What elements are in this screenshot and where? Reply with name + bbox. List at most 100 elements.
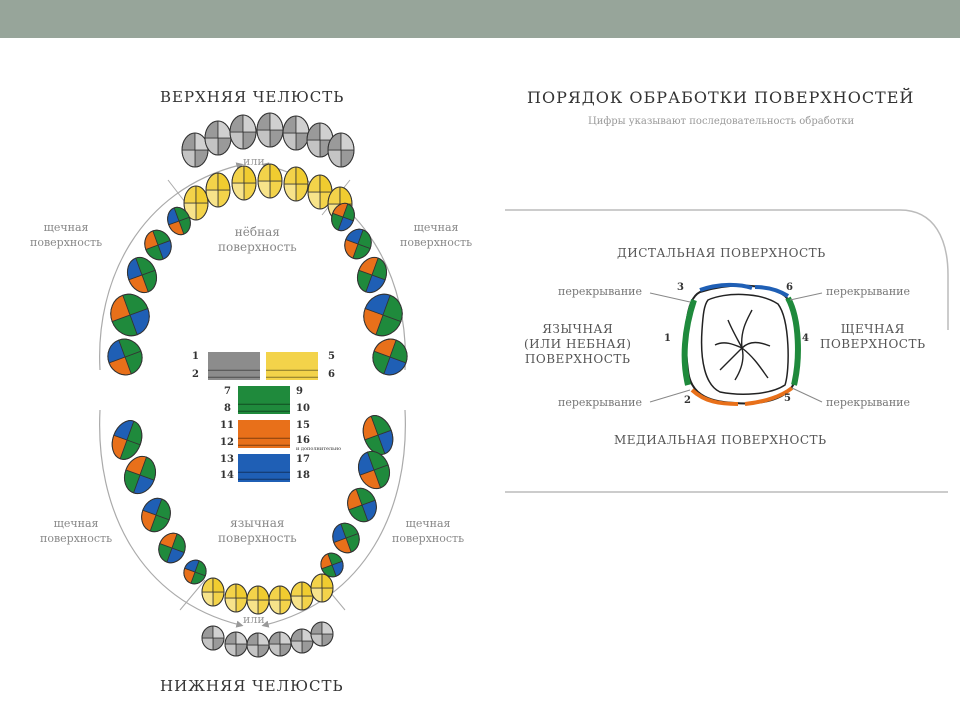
upper-right-buccal-label: щечная поверхность (400, 220, 472, 250)
lower-jaw-title: НИЖНЯЯ ЧЕЛЮСТЬ (160, 677, 344, 695)
tooth (344, 228, 372, 260)
tooth (183, 185, 209, 221)
tooth-outline (181, 132, 209, 168)
label-line: поверхность (400, 236, 473, 249)
lower-arch-outer-arrow (99, 409, 244, 628)
tooth-outline (205, 172, 231, 208)
tooth-outline (347, 487, 377, 523)
label-line: язычная (230, 516, 285, 530)
tooth (320, 552, 344, 578)
legend-num: 14 (220, 470, 234, 481)
top-bar (0, 0, 960, 38)
lower-right-buccal-label: щечная поверхность (392, 516, 464, 546)
sequence-number: 6 (786, 282, 793, 293)
label-line: ЯЗЫЧНАЯ (542, 322, 614, 336)
tooth (363, 293, 403, 337)
tooth-outline (107, 338, 143, 376)
tooth-outline (201, 577, 225, 607)
tooth (110, 293, 150, 337)
tooth (111, 420, 143, 460)
tooth (257, 163, 283, 199)
tooth-outline (331, 202, 355, 232)
tooth-outline (327, 132, 355, 168)
tooth (310, 573, 334, 603)
upper-arch-outer-arrow (99, 162, 244, 371)
legend-bar (208, 352, 260, 380)
legend-num: 12 (220, 437, 234, 448)
upper-palatal-label: нёбная поверхность (218, 225, 297, 255)
legend-num: 13 (220, 454, 234, 465)
legend-num: 2 (192, 369, 199, 380)
tooth (224, 631, 248, 657)
tooth-outline (310, 621, 334, 647)
tooth-outline (167, 206, 191, 236)
tooth (107, 338, 143, 376)
label-line: поверхность (392, 532, 465, 545)
tooth (268, 631, 292, 657)
tooth (141, 497, 171, 533)
tooth (282, 115, 310, 151)
tooth-outline (257, 163, 283, 199)
tooth (327, 132, 355, 168)
tooth (246, 632, 270, 658)
tooth (229, 114, 257, 150)
tooth-outline (111, 420, 143, 460)
tooth-outline (372, 338, 408, 376)
tooth-outline (283, 166, 309, 202)
tooth (356, 256, 388, 294)
lower-arch-outer-arrow-right (261, 409, 406, 628)
legend-num: 16 (296, 435, 310, 446)
tooth-outline (231, 165, 257, 201)
tooth (204, 120, 232, 156)
legend-note: и дополнительно (296, 446, 342, 452)
upper-left-buccal-label: щечная поверхность (30, 220, 102, 250)
legend-bar (238, 420, 290, 448)
legend-num: 9 (296, 386, 303, 397)
tooth-outline (158, 532, 186, 564)
legend-bar (238, 386, 290, 414)
tooth-crown-diagram (649, 282, 823, 406)
tooth-outline (126, 256, 158, 294)
tooth (268, 585, 292, 615)
sequence-number: 1 (664, 333, 671, 344)
tooth-outline (144, 229, 172, 261)
tooth (372, 338, 408, 376)
tooth (357, 450, 391, 490)
legend-num: 8 (224, 403, 231, 414)
panel-frame (505, 209, 949, 330)
sequence-number: 2 (684, 395, 691, 406)
label-line: (ИЛИ НЕБНАЯ) (524, 337, 632, 351)
legend-num: 10 (296, 403, 310, 414)
tooth (167, 206, 191, 236)
upper-or-label: или (243, 155, 265, 168)
overlap-label: перекрывание (558, 396, 642, 409)
legend-layer (208, 352, 318, 482)
distal-label: ДИСТАЛЬНАЯ ПОВЕРХНОСТЬ (617, 246, 826, 260)
tooth (144, 229, 172, 261)
tooth (347, 487, 377, 523)
legend-num: 1 (192, 351, 199, 362)
panel-title: ПОРЯДОК ОБРАБОТКИ ПОВЕРХНОСТЕЙ (527, 88, 915, 107)
tooth (201, 625, 225, 651)
tooth (158, 532, 186, 564)
tooth (362, 415, 394, 455)
tooth-outline (320, 552, 344, 578)
tooth-outline (344, 228, 372, 260)
tooth-outline (310, 573, 334, 603)
tooth-outline (123, 455, 157, 495)
panel-subtitle: Цифры указывают последовательность обраб… (588, 116, 855, 127)
lower-or-label: или (243, 613, 265, 626)
overlap-label: перекрывание (558, 285, 642, 298)
tooth (224, 583, 248, 613)
tooth (310, 621, 334, 647)
legend-num: 15 (296, 420, 310, 431)
sequence-number: 3 (677, 282, 684, 293)
tooth (205, 172, 231, 208)
tooth-outline (141, 497, 171, 533)
label-line: поверхность (218, 531, 297, 545)
upper-jaw-title: ВЕРХНЯЯ ЧЕЛЮСТЬ (160, 88, 345, 106)
buccal-label: ЩЕЧНАЯ ПОВЕРХНОСТЬ (820, 322, 926, 352)
label-line: поверхность (218, 240, 297, 254)
label-line: щечная (53, 517, 99, 530)
tooth-outline (357, 450, 391, 490)
